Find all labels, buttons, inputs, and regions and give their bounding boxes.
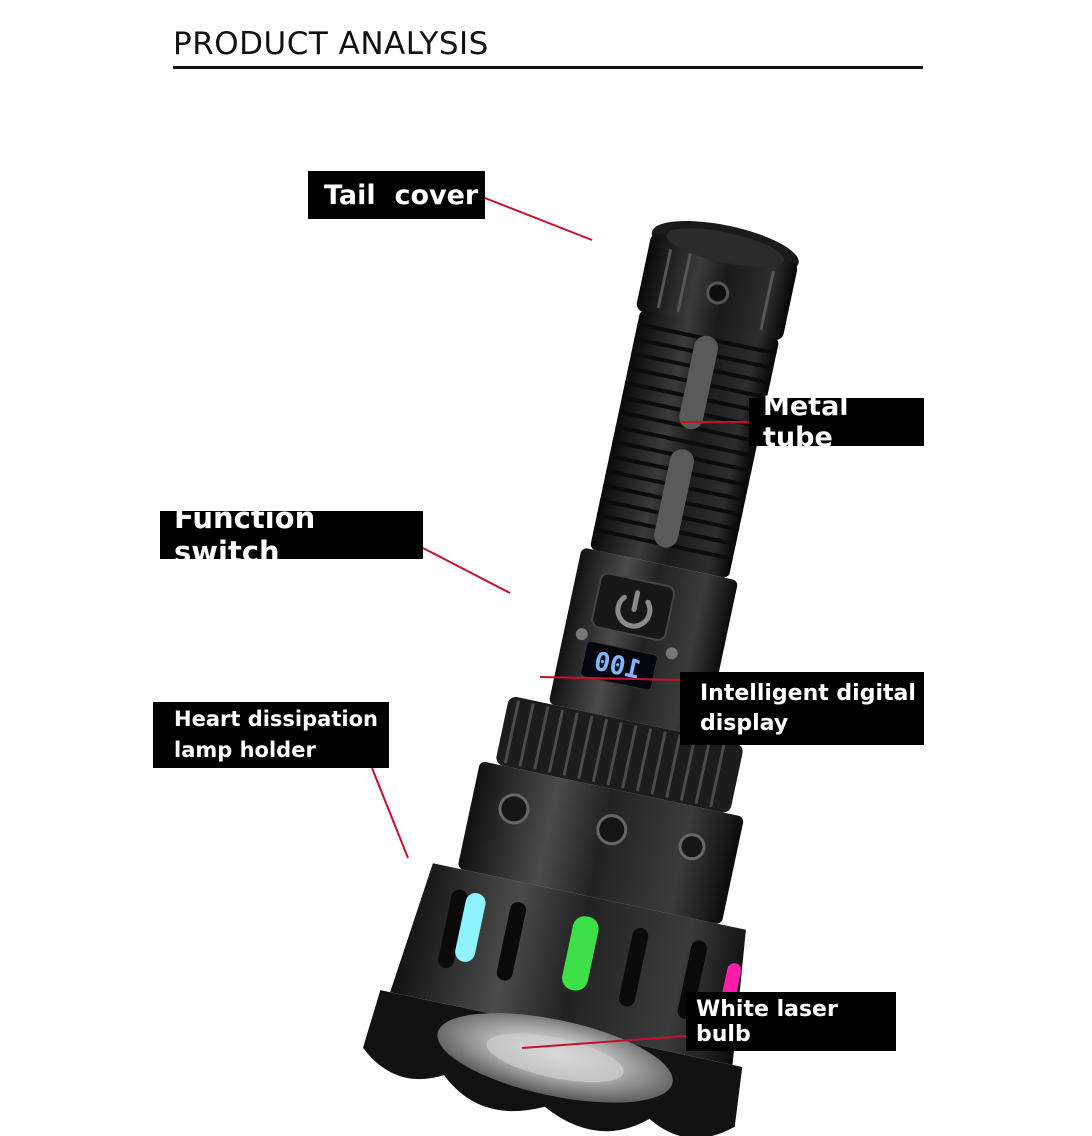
label-heat-dissipation: Heart dissipation lamp holder: [153, 702, 389, 768]
label-function-switch: Function switch: [160, 511, 423, 559]
label-heat-dissipation-text: Heart dissipation lamp holder: [174, 704, 378, 766]
label-metal-tube: Metal tube: [749, 398, 924, 446]
label-tail-cover-text: Tail cover: [324, 180, 478, 211]
label-function-switch-text: Function switch: [174, 501, 423, 569]
label-digital-display-text: Intelligent digital display: [700, 679, 916, 739]
label-white-laser-bulb-text: White laser bulb: [696, 997, 896, 1047]
leader-tail: [485, 198, 592, 240]
leader-holder: [372, 768, 408, 858]
label-tail-cover: Tail cover: [308, 171, 485, 219]
label-digital-display: Intelligent digital display: [680, 672, 924, 745]
label-metal-tube-text: Metal tube: [763, 391, 924, 453]
leader-switch: [423, 548, 510, 593]
label-white-laser-bulb: White laser bulb: [686, 992, 896, 1051]
